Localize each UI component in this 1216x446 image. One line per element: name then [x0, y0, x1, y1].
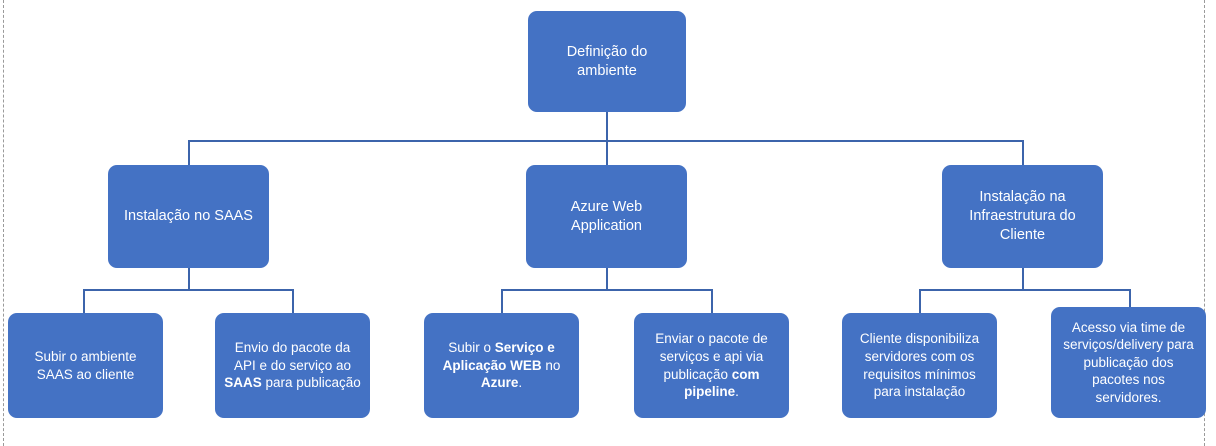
node-label: Subir o ambiente SAAS ao cliente [34, 348, 137, 382]
node-label: Envio do pacote da API e do serviço ao S… [224, 340, 361, 391]
connector-azure-stem [606, 268, 608, 291]
connector-to-envio-pacote-api [292, 289, 294, 313]
connector-saas-bus [83, 289, 293, 291]
node-subir-o-ambiente-saas-ao-cliente[interactable]: Subir o ambiente SAAS ao cliente [8, 313, 163, 418]
node-instalacao-no-saas[interactable]: Instalação no SAAS [108, 165, 269, 268]
node-enviar-o-pacote-de-servicos-e-api[interactable]: Enviar o pacote de serviços e api via pu… [634, 313, 789, 418]
node-cliente-disponibiliza-servidores[interactable]: Cliente disponibiliza servidores com os … [842, 313, 997, 418]
connector-to-cliente-disponibiliza [919, 289, 921, 313]
connector-to-instalacao-infraestrutura [1022, 140, 1024, 166]
node-label: Acesso via time de serviços/delivery par… [1063, 319, 1194, 405]
connector-to-azure-web-application [606, 140, 608, 166]
connector-infra-bus [919, 289, 1131, 291]
node-label: Subir o Serviço e Aplicação WEB no Azure… [442, 340, 561, 391]
canvas-guide-left [3, 0, 4, 446]
node-label: Enviar o pacote de serviços e api via pu… [655, 331, 768, 400]
connector-infra-stem [1022, 268, 1024, 291]
node-acesso-via-time-de-servicos-delivery[interactable]: Acesso via time de serviços/delivery par… [1051, 307, 1206, 418]
node-label: Cliente disponibiliza servidores com os … [859, 331, 980, 400]
connector-to-instalacao-no-saas [188, 140, 190, 166]
connector-to-acesso-via-time [1129, 289, 1131, 307]
canvas-guide-right [1204, 0, 1205, 446]
connector-azure-bus [501, 289, 713, 291]
connector-to-enviar-pacote-servicos [711, 289, 713, 313]
connector-saas-stem [188, 268, 190, 291]
connector-to-subir-ambiente [83, 289, 85, 313]
node-label: Instalação no SAAS [124, 208, 253, 225]
connector-root-stem [606, 112, 608, 142]
node-subir-o-servico-e-aplicacao-web-no-azure[interactable]: Subir o Serviço e Aplicação WEB no Azure… [424, 313, 579, 418]
node-envio-do-pacote-da-api[interactable]: Envio do pacote da API e do serviço ao S… [215, 313, 370, 418]
connector-to-subir-servico-web [501, 289, 503, 313]
